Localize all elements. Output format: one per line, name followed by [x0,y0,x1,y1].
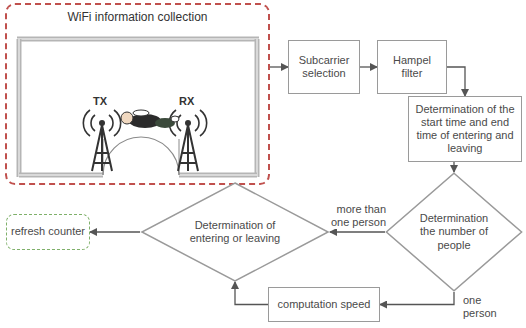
text-holder: Determination of entering or leaving [140,182,330,282]
node-text: Determination the number of people [416,212,492,252]
flow-arrow [360,66,377,67]
antenna-mast [92,125,112,171]
text-holder: computation speed [269,288,379,321]
wall-inner [179,174,257,176]
flow-arrow [453,162,454,172]
process-box: Hampel filter [377,40,447,94]
person-figure [121,110,179,128]
process-box: Subcarrier selection [288,40,360,94]
region-title: WiFi information collection [64,10,210,24]
flow-arrow [90,231,140,232]
flow-arrow [380,292,454,305]
person-arm [133,110,149,116]
text-holder: WiFi information collection [7,5,268,183]
node-text: Subcarrier selection [293,54,355,80]
wall [17,37,259,42]
diamond-outline [142,183,328,281]
node-text: Hampel filter [382,54,442,80]
decision-diamond: Determination the number of people [385,172,523,292]
wall-inner [256,39,258,177]
process-box: Determination of the start time and end … [408,96,522,162]
room-illustration [7,5,268,183]
door-leaf [103,139,179,175]
diamond-outline [386,173,521,291]
terminal-box: refresh counter [6,214,90,250]
flow-arrow [270,66,288,67]
edge-label: one person [462,294,510,320]
text-holder: Hampel filter [378,41,446,93]
antenna-head [99,120,105,126]
flow-arrow [330,231,385,232]
wall-inner [17,38,259,40]
collection-region: WiFi information collectionTX RX [5,3,270,185]
text-holder: Determination of the start time and end … [409,97,521,161]
flow-arrow [447,67,465,96]
wall [179,173,257,178]
person-head [121,112,133,124]
decision-diamond: Determination of entering or leaving [140,182,330,282]
antenna-label: RX [179,95,194,107]
antenna-head [185,120,191,126]
node-text: computation speed [278,298,371,311]
radio-waves [83,110,120,136]
text-holder: refresh counter [7,215,89,249]
flow-arrow [235,282,268,305]
node-text: refresh counter [11,225,85,238]
wall-inner [19,174,103,176]
process-box: computation speed [268,287,380,322]
edge-label: more than one person [327,203,387,229]
node-text: Determination of the start time and end … [413,103,517,156]
wall [17,39,22,177]
antenna-symbol [83,110,120,171]
person-foot [171,116,179,122]
node-text: Determination of entering or leaving [181,219,289,245]
wall [19,173,103,178]
wall-inner [18,39,20,177]
wall [255,39,260,177]
text-holder: Determination the number of people [385,172,523,292]
antenna-mast [178,125,198,171]
antenna-symbol [169,110,206,171]
door-swing [141,137,179,175]
antenna-label: TX [93,95,107,107]
text-holder: Subcarrier selection [289,41,359,93]
